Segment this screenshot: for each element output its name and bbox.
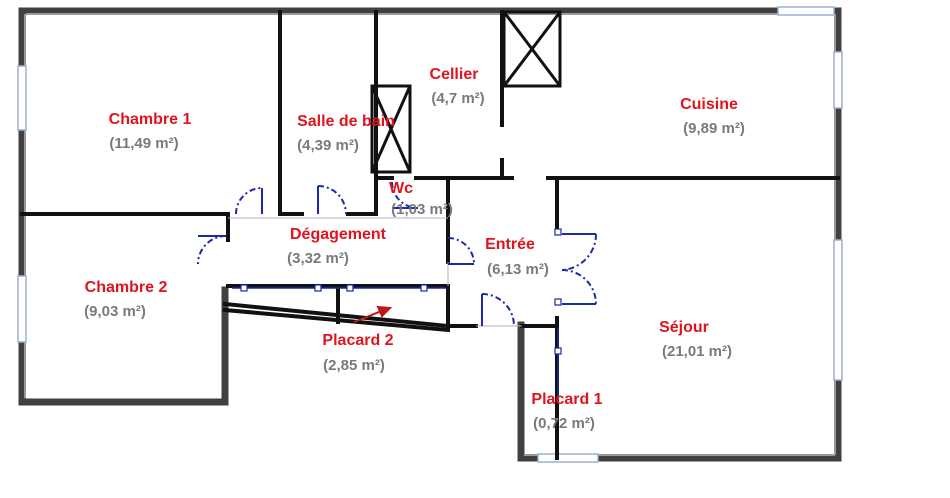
room-area-chambre-2: (9,03 m²) [84,303,146,320]
interior-walls [20,10,840,460]
room-area-wc: (1,03 m²) [391,201,453,218]
placard-2-arrow [353,305,393,323]
room-area-placard-1: (0,72 m²) [533,415,595,432]
shafts [370,10,562,174]
room-name-cuisine: Cuisine [680,96,738,113]
sliding-doors [232,228,562,400]
shaft-salle-de-bain [370,84,412,174]
room-name-placard-1: Placard 1 [531,391,602,408]
window-bottom [537,453,599,463]
room-area-salle-de-bain: (4,39 m²) [297,137,359,154]
room-labels: Chambre 1 (11,49 m²) Salle de bain (4,39… [84,66,745,432]
window-cuisine [833,51,843,109]
room-area-degagement: (3,32 m²) [287,250,349,267]
room-area-chambre-1: (11,49 m²) [109,135,178,152]
window-sejour [833,239,843,381]
window-chambre-2 [17,275,27,343]
room-name-chambre-2: Chambre 2 [85,279,168,296]
shaft-cellier [502,10,562,88]
room-area-cuisine: (9,89 m²) [683,120,745,137]
window-chambre-1 [17,65,27,131]
room-area-placard-2: (2,85 m²) [323,357,385,374]
room-area-sejour: (21,01 m²) [662,343,732,360]
room-name-cellier: Cellier [430,66,479,83]
room-area-cellier: (4,7 m²) [431,90,484,107]
room-area-entree: (6,13 m²) [487,261,549,278]
window-top [777,6,835,16]
room-name-degagement: Dégagement [290,226,387,243]
windows [17,6,843,463]
room-name-wc: Wc [389,180,413,197]
room-name-salle-de-bain: Salle de bain [297,113,395,130]
room-name-entree: Entrée [485,236,535,253]
thin-lines [228,217,522,327]
doors [197,181,598,327]
room-name-sejour: Séjour [659,319,709,336]
room-name-placard-2: Placard 2 [322,332,393,349]
room-name-chambre-1: Chambre 1 [109,111,192,128]
